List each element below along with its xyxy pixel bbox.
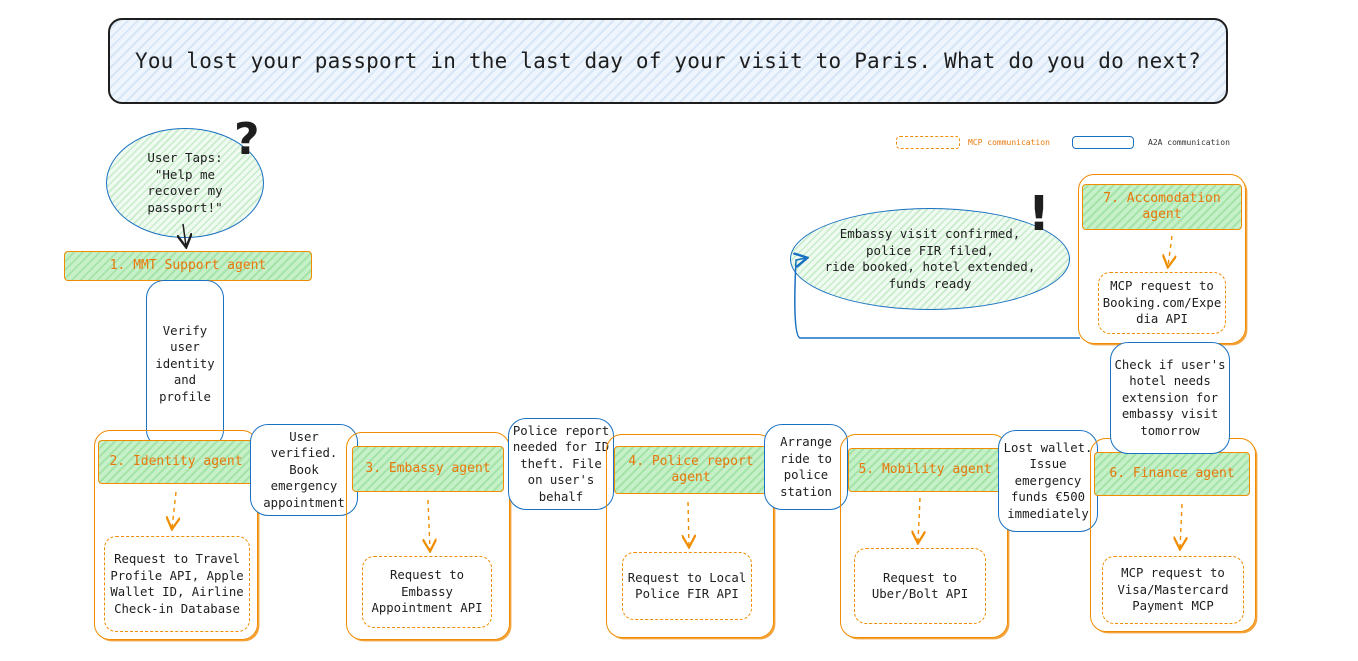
user-request-text: User Taps: "Help me recover my passport!… xyxy=(147,150,223,215)
arrow-user-to-support xyxy=(183,223,186,246)
legend-mcp-swatch xyxy=(896,136,960,149)
agent-identity-frame xyxy=(94,430,258,640)
agent-police-frame xyxy=(606,434,774,638)
mcp-request-finance: MCP request to Visa/Mastercard Payment M… xyxy=(1102,556,1244,624)
arrow-police-mcp xyxy=(688,501,689,546)
agent-police-header: 4. Police report agent xyxy=(614,446,768,494)
arrow-finance-mcp xyxy=(1180,503,1182,548)
legend: MCP communication A2A communication xyxy=(896,134,1236,152)
mcp-request-mobility: Request to Uber/Bolt API xyxy=(854,548,986,624)
mcp-request-accommodation: MCP request to Booking.com/Expe dia API xyxy=(1098,272,1226,334)
mcp-request-embassy: Request to Embassy Appointment API xyxy=(362,556,492,628)
agent-accommodation-header: 7. Accomodation agent xyxy=(1082,184,1242,230)
a2a-verify-message: Verify user identity and profile xyxy=(146,280,224,448)
a2a-verified-message: User verified. Book emergency appointmen… xyxy=(250,424,358,516)
result-bubble: Embassy visit confirmed, police FIR file… xyxy=(790,208,1070,310)
agent-mobility-frame xyxy=(840,434,1008,638)
mcp-request-identity: Request to Travel Profile API, Apple Wal… xyxy=(104,536,250,632)
mcp-request-police: Request to Local Police FIR API xyxy=(622,552,752,620)
question-mark-icon: ? xyxy=(234,114,260,165)
a2a-hotel-message: Check if user's hotel needs extension fo… xyxy=(1110,342,1230,454)
arrow-mobility-mcp xyxy=(918,497,920,542)
a2a-wallet-message: Lost wallet. Issue emergency funds €500 … xyxy=(998,430,1098,532)
legend-mcp-label: MCP communication xyxy=(968,138,1050,147)
arrow-return-loop xyxy=(795,258,1080,339)
agent-embassy-header: 3. Embassy agent xyxy=(352,446,504,492)
exclamation-icon: ! xyxy=(1028,186,1050,242)
a2a-police-needed-message: Police report needed for ID theft. File … xyxy=(508,418,614,510)
legend-a2a-swatch xyxy=(1072,136,1134,149)
agent-support-header: 1. MMT Support agent xyxy=(64,251,312,281)
agent-finance-header: 6. Finance agent xyxy=(1094,452,1250,496)
scenario-title: You lost your passport in the last day o… xyxy=(108,18,1228,104)
result-text: Embassy visit confirmed, police FIR file… xyxy=(824,226,1036,291)
agent-embassy-frame xyxy=(346,432,510,640)
arrow-accommodation-mcp xyxy=(1168,235,1172,266)
arrow-embassy-mcp xyxy=(428,499,430,550)
arrow-identity-mcp xyxy=(172,491,176,528)
legend-a2a-label: A2A communication xyxy=(1148,138,1230,147)
agent-mobility-header: 5. Mobility agent xyxy=(848,448,1002,492)
a2a-ride-message: Arrange ride to police station xyxy=(764,424,848,510)
user-request-bubble: User Taps: "Help me recover my passport!… xyxy=(106,128,264,238)
agent-identity-header: 2. Identity agent xyxy=(98,440,254,484)
